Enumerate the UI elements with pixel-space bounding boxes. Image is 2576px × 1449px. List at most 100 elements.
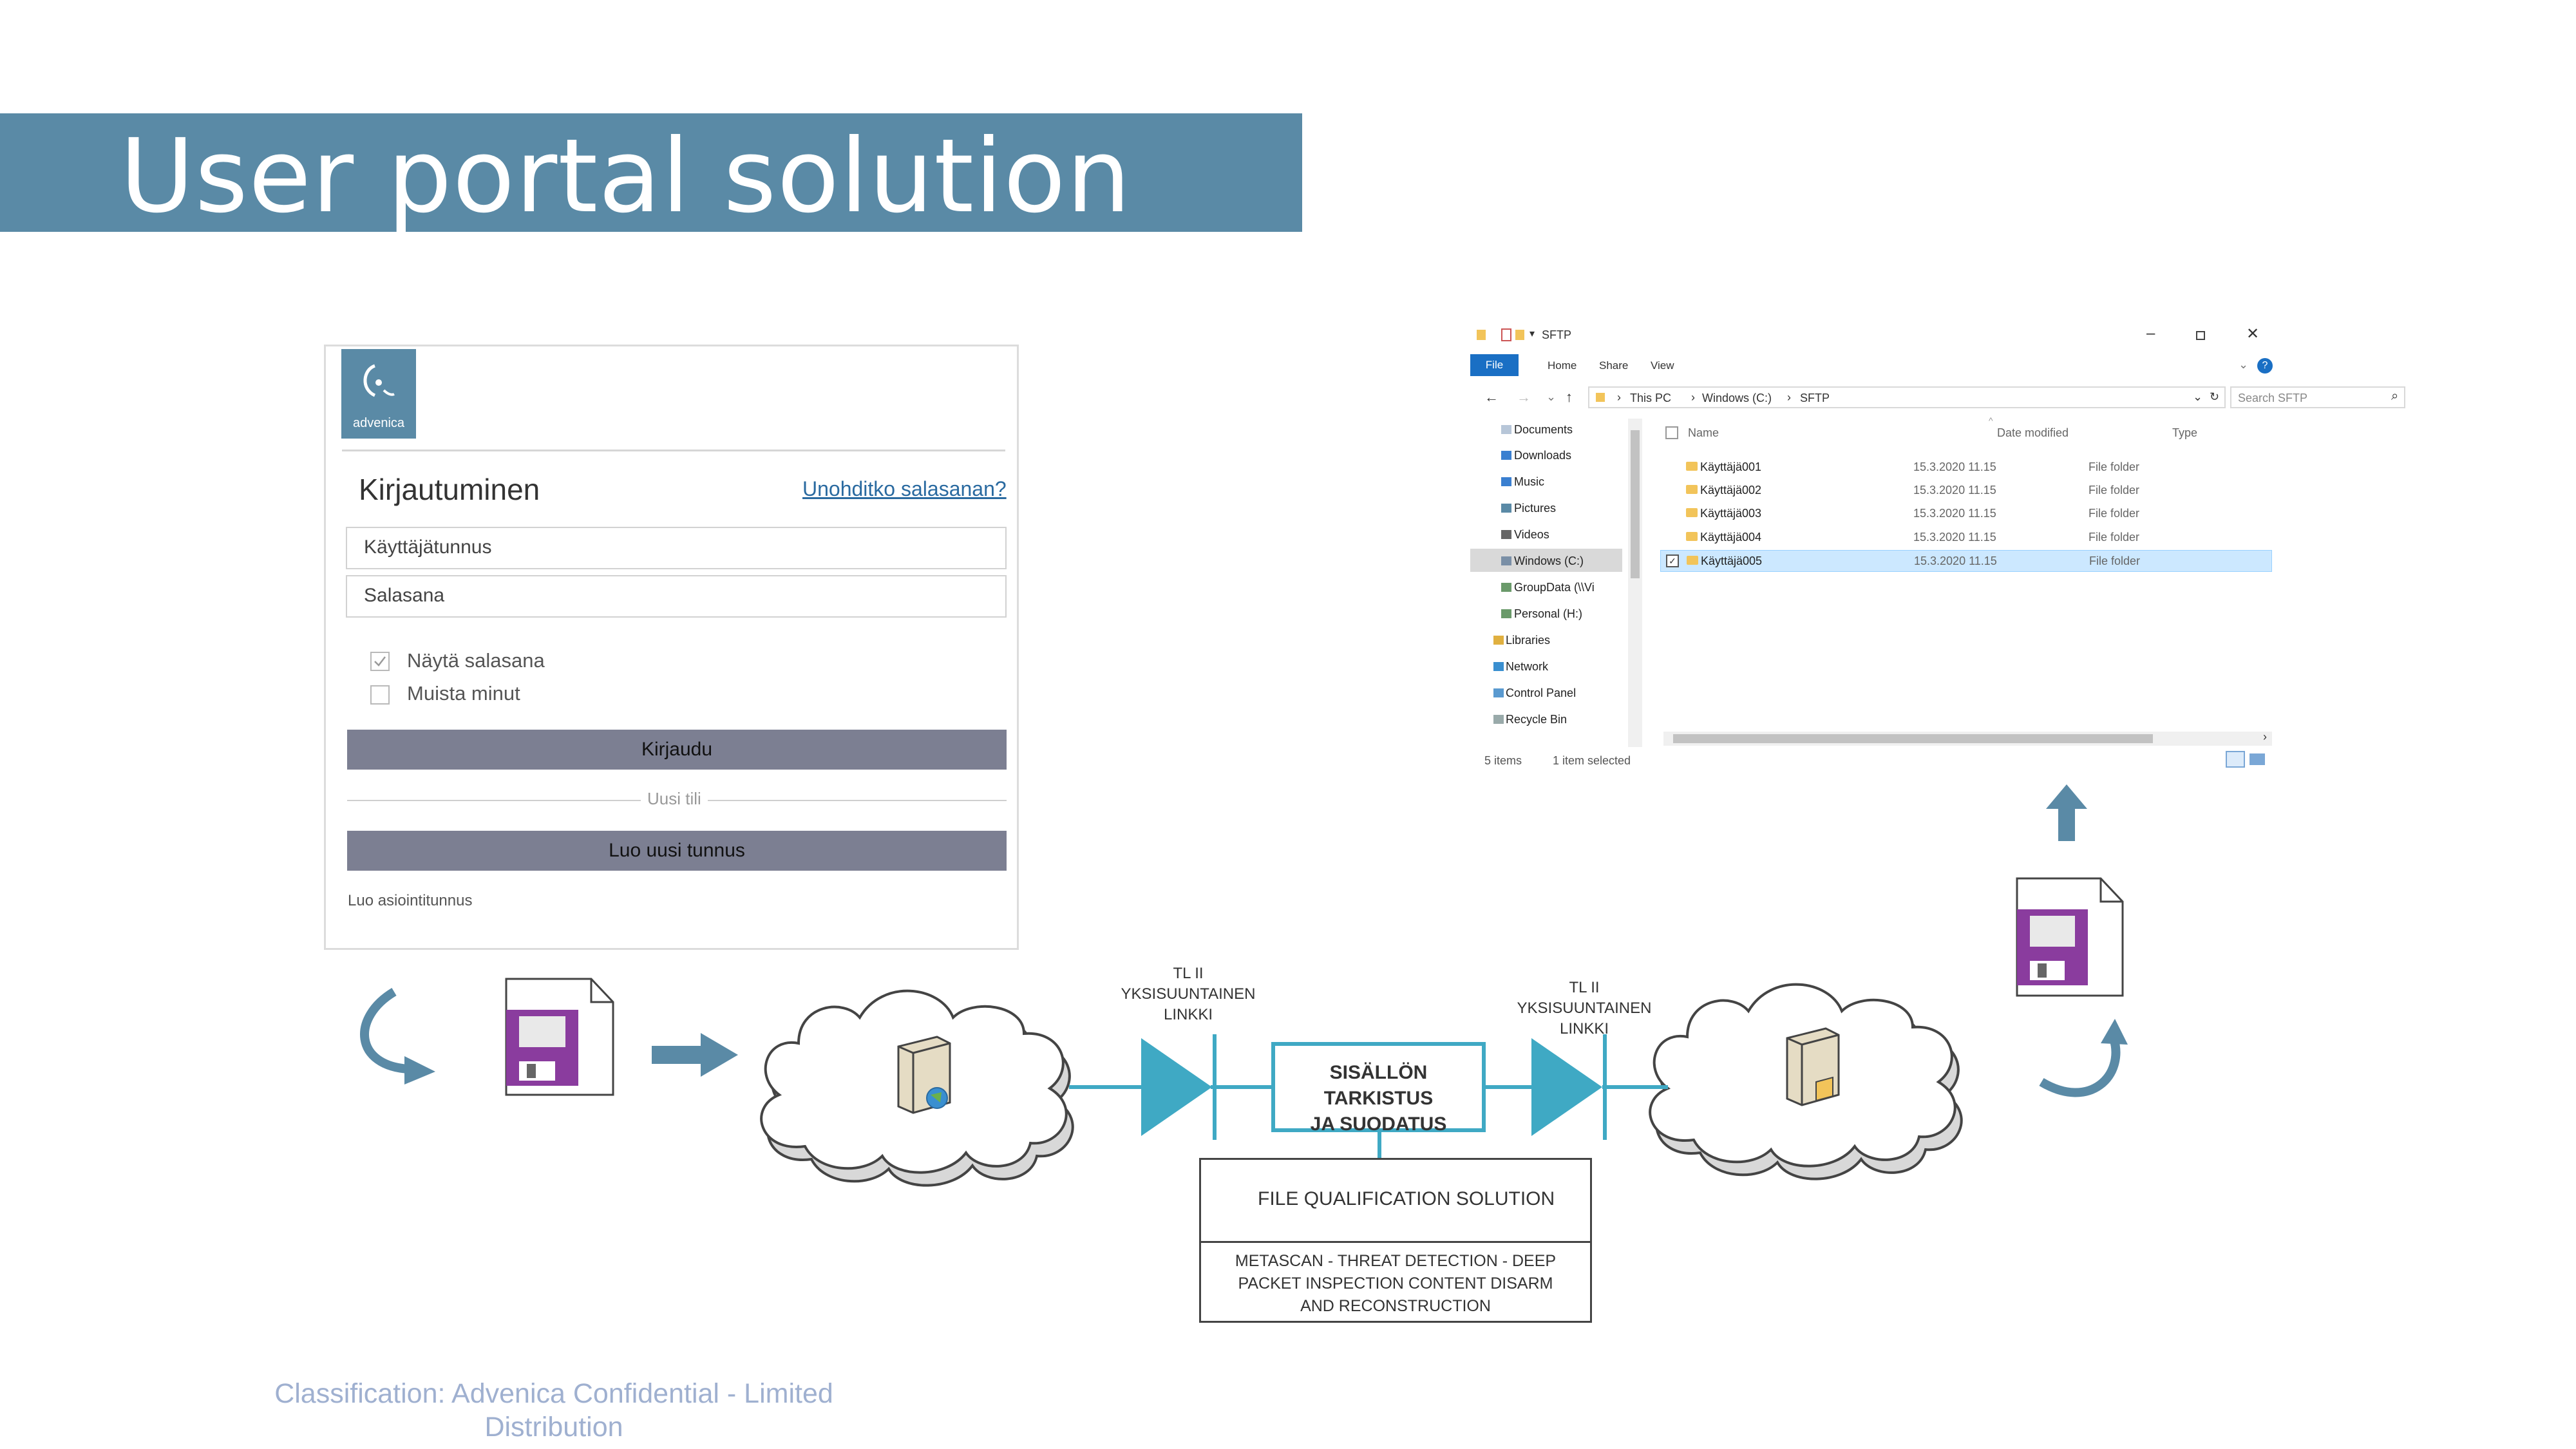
breadcrumb-windows[interactable]: Windows (C:) <box>1702 392 1772 404</box>
fqs-description: METASCAN - THREAT DETECTION - DEEP PACKE… <box>1201 1250 1590 1318</box>
network-drive-icon <box>1501 583 1511 592</box>
nav-videos[interactable]: Videos <box>1514 528 1549 541</box>
file-name: Käyttäjä004 <box>1700 531 1762 544</box>
details-view-icon[interactable] <box>2226 751 2245 768</box>
large-icons-view-icon[interactable] <box>2249 753 2265 765</box>
row-checkbox[interactable]: ✓ <box>1666 554 1679 567</box>
slide-title: User portal solution <box>120 117 1132 236</box>
nav-control-panel[interactable]: Control Panel <box>1506 687 1577 699</box>
nav-recycle-bin[interactable]: Recycle Bin <box>1506 713 1567 726</box>
scroll-right-icon[interactable]: › <box>2263 730 2267 743</box>
address-bar[interactable] <box>1588 386 2226 408</box>
maximize-icon[interactable] <box>2196 331 2205 340</box>
help-icon[interactable]: ? <box>2257 358 2273 374</box>
close-icon[interactable]: ✕ <box>2246 325 2260 343</box>
connector-lines <box>1069 1085 1668 1158</box>
label-line: TL II <box>1173 965 1204 982</box>
username-field[interactable]: Käyttäjätunnus <box>346 527 1007 569</box>
address-dropdown-icon[interactable]: ⌄ <box>2193 390 2203 403</box>
checkmark-icon <box>374 656 386 667</box>
fqs-header: FILE QUALIFICATION SOLUTION <box>1201 1160 1590 1243</box>
classification-footer: Classification: Advenica Confidential - … <box>274 1378 833 1443</box>
tab-home[interactable]: Home <box>1548 359 1577 372</box>
file-explorer-window: ▾ SFTP – ✕ File Home Share View ⌄ ? ← → … <box>1470 322 2405 773</box>
minimize-icon[interactable]: – <box>2146 325 2155 342</box>
qat-dropdown-icon[interactable]: ▾ <box>1530 328 1535 339</box>
new-folder-icon[interactable] <box>1515 330 1524 340</box>
login-button[interactable]: Kirjaudu <box>347 730 1007 770</box>
nav-windows-c[interactable]: Windows (C:) <box>1514 554 1584 567</box>
file-date: 15.3.2020 11.15 <box>1914 554 1997 567</box>
advenica-logo-icon <box>363 364 395 397</box>
curved-arrow-icon <box>2039 1019 2128 1097</box>
tab-share[interactable]: Share <box>1599 359 1629 372</box>
logo-text: advenica <box>352 416 405 430</box>
file-row[interactable]: Käyttäjä004 15.3.2020 11.15 File folder <box>1660 527 2272 549</box>
breadcrumb-sftp[interactable]: SFTP <box>1800 392 1830 404</box>
label-line: AND RECONSTRUCTION <box>1300 1297 1491 1315</box>
column-name[interactable]: Name <box>1688 426 1719 439</box>
select-all-checkbox[interactable] <box>1665 426 1678 439</box>
nav-personal[interactable]: Personal (H:) <box>1514 607 1583 620</box>
control-panel-icon <box>1493 688 1504 697</box>
nav-music[interactable]: Music <box>1514 475 1545 488</box>
search-box[interactable] <box>2230 386 2405 408</box>
file-type: File folder <box>2088 531 2140 544</box>
link-left-label: TL II YKSISUUNTAINEN LINKKI <box>1085 963 1291 1025</box>
tab-file[interactable]: File <box>1470 354 1519 376</box>
nav-pictures[interactable]: Pictures <box>1514 502 1557 515</box>
nav-scrollbar-thumb[interactable] <box>1631 430 1640 578</box>
refresh-icon[interactable]: ↻ <box>2210 390 2220 403</box>
nav-network[interactable]: Network <box>1506 660 1549 673</box>
show-password-checkbox[interactable] <box>370 652 390 671</box>
label-line: LINKKI <box>1559 1020 1609 1037</box>
downloads-icon <box>1501 451 1511 460</box>
floppy-document-icon <box>505 978 614 1096</box>
label-line: PACKET INSPECTION CONTENT DISARM <box>1238 1274 1553 1293</box>
file-row[interactable]: Käyttäjä002 15.3.2020 11.15 File folder <box>1660 480 2272 502</box>
status-selected: 1 item selected <box>1553 754 1631 767</box>
tab-view[interactable]: View <box>1651 359 1674 372</box>
forward-icon[interactable]: → <box>1517 389 1531 405</box>
expand-ribbon-icon[interactable]: ⌄ <box>2239 358 2249 371</box>
file-date: 15.3.2020 11.15 <box>1913 484 1996 497</box>
file-type: File folder <box>2088 484 2140 497</box>
file-name: Käyttäjä005 <box>1701 554 1763 567</box>
file-row[interactable]: Käyttäjä001 15.3.2020 11.15 File folder <box>1660 457 2272 478</box>
network-drive-icon <box>1501 609 1511 618</box>
password-field[interactable]: Salasana <box>346 575 1007 618</box>
nav-documents[interactable]: Documents <box>1514 423 1573 436</box>
search-icon[interactable]: ⌕ <box>2391 389 2399 403</box>
file-date: 15.3.2020 11.15 <box>1913 460 1996 473</box>
column-date[interactable]: Date modified <box>1997 426 2069 439</box>
nav-downloads[interactable]: Downloads <box>1514 449 1572 462</box>
nav-libraries[interactable]: Libraries <box>1506 634 1551 647</box>
new-account-divider-label: Uusi tili <box>641 789 708 809</box>
create-service-id-link[interactable]: Luo asiointitunnus <box>348 892 473 909</box>
file-row[interactable]: Käyttäjä003 15.3.2020 11.15 File folder <box>1660 503 2272 525</box>
column-type[interactable]: Type <box>2172 426 2198 439</box>
horizontal-scrollbar-thumb[interactable] <box>1673 734 2153 743</box>
breadcrumb-sep: › <box>1617 391 1621 404</box>
create-account-button[interactable]: Luo uusi tunnus <box>347 831 1007 871</box>
file-date: 15.3.2020 11.15 <box>1913 531 1996 544</box>
file-server-icon <box>1786 1027 1840 1106</box>
search-placeholder: Search SFTP <box>2238 392 2308 404</box>
up-icon[interactable]: ↑ <box>1566 389 1573 405</box>
back-icon[interactable]: ← <box>1484 389 1499 405</box>
nav-groupdata[interactable]: GroupData (\\Vi <box>1514 581 1595 594</box>
forgot-password-link[interactable]: Unohditko salasanan? <box>802 477 1007 500</box>
label-line: YKSISUUNTAINEN <box>1517 999 1652 1017</box>
label-line: JA SUODATUS <box>1310 1113 1447 1135</box>
link-right-label: TL II YKSISUUNTAINEN LINKKI <box>1481 978 1687 1039</box>
file-name: Käyttäjä003 <box>1700 507 1762 520</box>
pictures-icon <box>1501 504 1511 513</box>
breadcrumb-sep: › <box>1787 391 1791 404</box>
breadcrumb-this-pc[interactable]: This PC <box>1630 392 1672 404</box>
up-arrow-icon <box>2046 784 2087 841</box>
recent-locations-icon[interactable]: ⌄ <box>1546 390 1557 403</box>
data-diode-icon <box>1531 1034 1607 1140</box>
properties-icon[interactable] <box>1501 328 1511 341</box>
file-row-selected[interactable]: ✓ Käyttäjä005 15.3.2020 11.15 File folde… <box>1660 550 2272 572</box>
remember-me-checkbox[interactable] <box>370 685 390 705</box>
